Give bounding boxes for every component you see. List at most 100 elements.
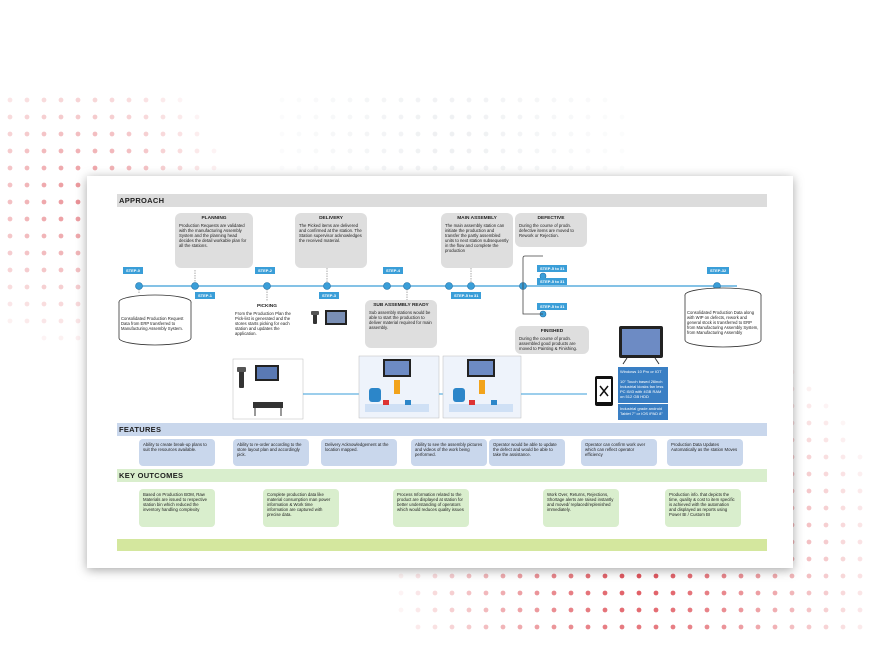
background-dot xyxy=(517,148,523,154)
background-dot xyxy=(823,573,829,579)
background-dot xyxy=(126,165,132,171)
background-dot xyxy=(398,114,404,120)
features-header: FEATURES xyxy=(117,423,767,436)
background-dot xyxy=(857,522,863,528)
background-dot xyxy=(517,590,523,596)
background-dot xyxy=(857,573,863,579)
background-dot xyxy=(568,114,574,120)
background-dot xyxy=(738,573,744,579)
background-dot xyxy=(194,114,200,120)
background-dot xyxy=(364,131,370,137)
background-dot xyxy=(24,148,30,154)
background-dot xyxy=(857,556,863,562)
background-dot xyxy=(279,165,285,171)
background-dot xyxy=(517,165,523,171)
sub-assembly-station-illustration xyxy=(358,355,440,419)
background-dot xyxy=(823,505,829,511)
background-dot xyxy=(398,590,404,596)
background-dot xyxy=(840,607,846,613)
background-dot xyxy=(24,318,30,324)
industrial-kiosk-icon xyxy=(619,326,663,365)
background-dot xyxy=(823,624,829,630)
background-dot xyxy=(75,97,81,103)
background-dot xyxy=(636,573,642,579)
background-dot xyxy=(75,165,81,171)
background-dot xyxy=(551,97,557,103)
background-dot xyxy=(687,573,693,579)
background-dot xyxy=(551,573,557,579)
background-dot xyxy=(806,573,812,579)
erp-database-left-icon xyxy=(118,294,192,346)
background-dot xyxy=(296,131,302,137)
background-dot xyxy=(602,573,608,579)
background-dot xyxy=(806,454,812,460)
background-dot xyxy=(619,624,625,630)
background-dot xyxy=(364,148,370,154)
background-dot xyxy=(58,335,64,341)
background-dot xyxy=(653,607,659,613)
background-dot xyxy=(7,199,13,205)
background-dot xyxy=(500,624,506,630)
background-dot xyxy=(364,114,370,120)
background-dot xyxy=(806,624,812,630)
step-tag: STEP-4 xyxy=(383,267,404,274)
background-dot xyxy=(7,233,13,239)
finished-box: FINISHED During the course of prodn. ass… xyxy=(515,326,589,354)
background-dot xyxy=(449,114,455,120)
background-dot xyxy=(755,624,761,630)
step-tag: STEP-3 xyxy=(319,292,340,299)
step-tag: STEP-1 xyxy=(195,292,216,299)
background-dot xyxy=(7,301,13,307)
erp-database-right-icon xyxy=(684,287,762,348)
outcome-item: Based on Production BOM, Raw Materials a… xyxy=(139,489,215,527)
background-dot xyxy=(500,148,506,154)
background-dot xyxy=(415,131,421,137)
background-dot xyxy=(517,97,523,103)
background-dot xyxy=(58,233,64,239)
station-monitor-icon xyxy=(325,310,347,325)
background-dot xyxy=(58,114,64,120)
background-dot xyxy=(483,590,489,596)
background-dot xyxy=(619,114,625,120)
background-dot xyxy=(466,131,472,137)
background-dot xyxy=(466,590,472,596)
background-dot xyxy=(449,97,455,103)
background-dot xyxy=(177,131,183,137)
background-dot xyxy=(619,590,625,596)
timeline-node xyxy=(445,282,453,290)
background-dot xyxy=(160,148,166,154)
background-dot xyxy=(296,114,302,120)
picking-box: PICKING From the Production Plan the Pic… xyxy=(233,302,301,350)
background-dot xyxy=(432,624,438,630)
tablet-tools-icon xyxy=(595,376,613,406)
background-dot xyxy=(500,131,506,137)
background-dot xyxy=(823,607,829,613)
background-dot xyxy=(381,148,387,154)
background-dot xyxy=(636,624,642,630)
background-dot xyxy=(279,114,285,120)
background-dot xyxy=(432,114,438,120)
background-dot xyxy=(398,131,404,137)
background-dot xyxy=(483,148,489,154)
background-dot xyxy=(585,114,591,120)
background-dot xyxy=(7,165,13,171)
background-dot xyxy=(58,131,64,137)
main-assembly-title: MAIN ASSEMBLY xyxy=(457,216,497,221)
background-dot xyxy=(24,97,30,103)
background-dot xyxy=(41,284,47,290)
background-dot xyxy=(534,131,540,137)
background-dot xyxy=(857,505,863,511)
background-dot xyxy=(806,607,812,613)
background-dot xyxy=(75,318,81,324)
timeline-node xyxy=(383,282,391,290)
background-dot xyxy=(58,318,64,324)
background-dot xyxy=(721,590,727,596)
outcome-item: Process Information related to the produ… xyxy=(393,489,469,527)
erp-left-text: Consolidated Production Request Data fro… xyxy=(121,316,184,331)
background-dot xyxy=(41,233,47,239)
background-dot xyxy=(41,335,47,341)
background-dot xyxy=(466,97,472,103)
flow-timeline xyxy=(118,255,762,420)
outcome-item: Complete production data like material c… xyxy=(263,489,339,527)
background-dot xyxy=(24,284,30,290)
